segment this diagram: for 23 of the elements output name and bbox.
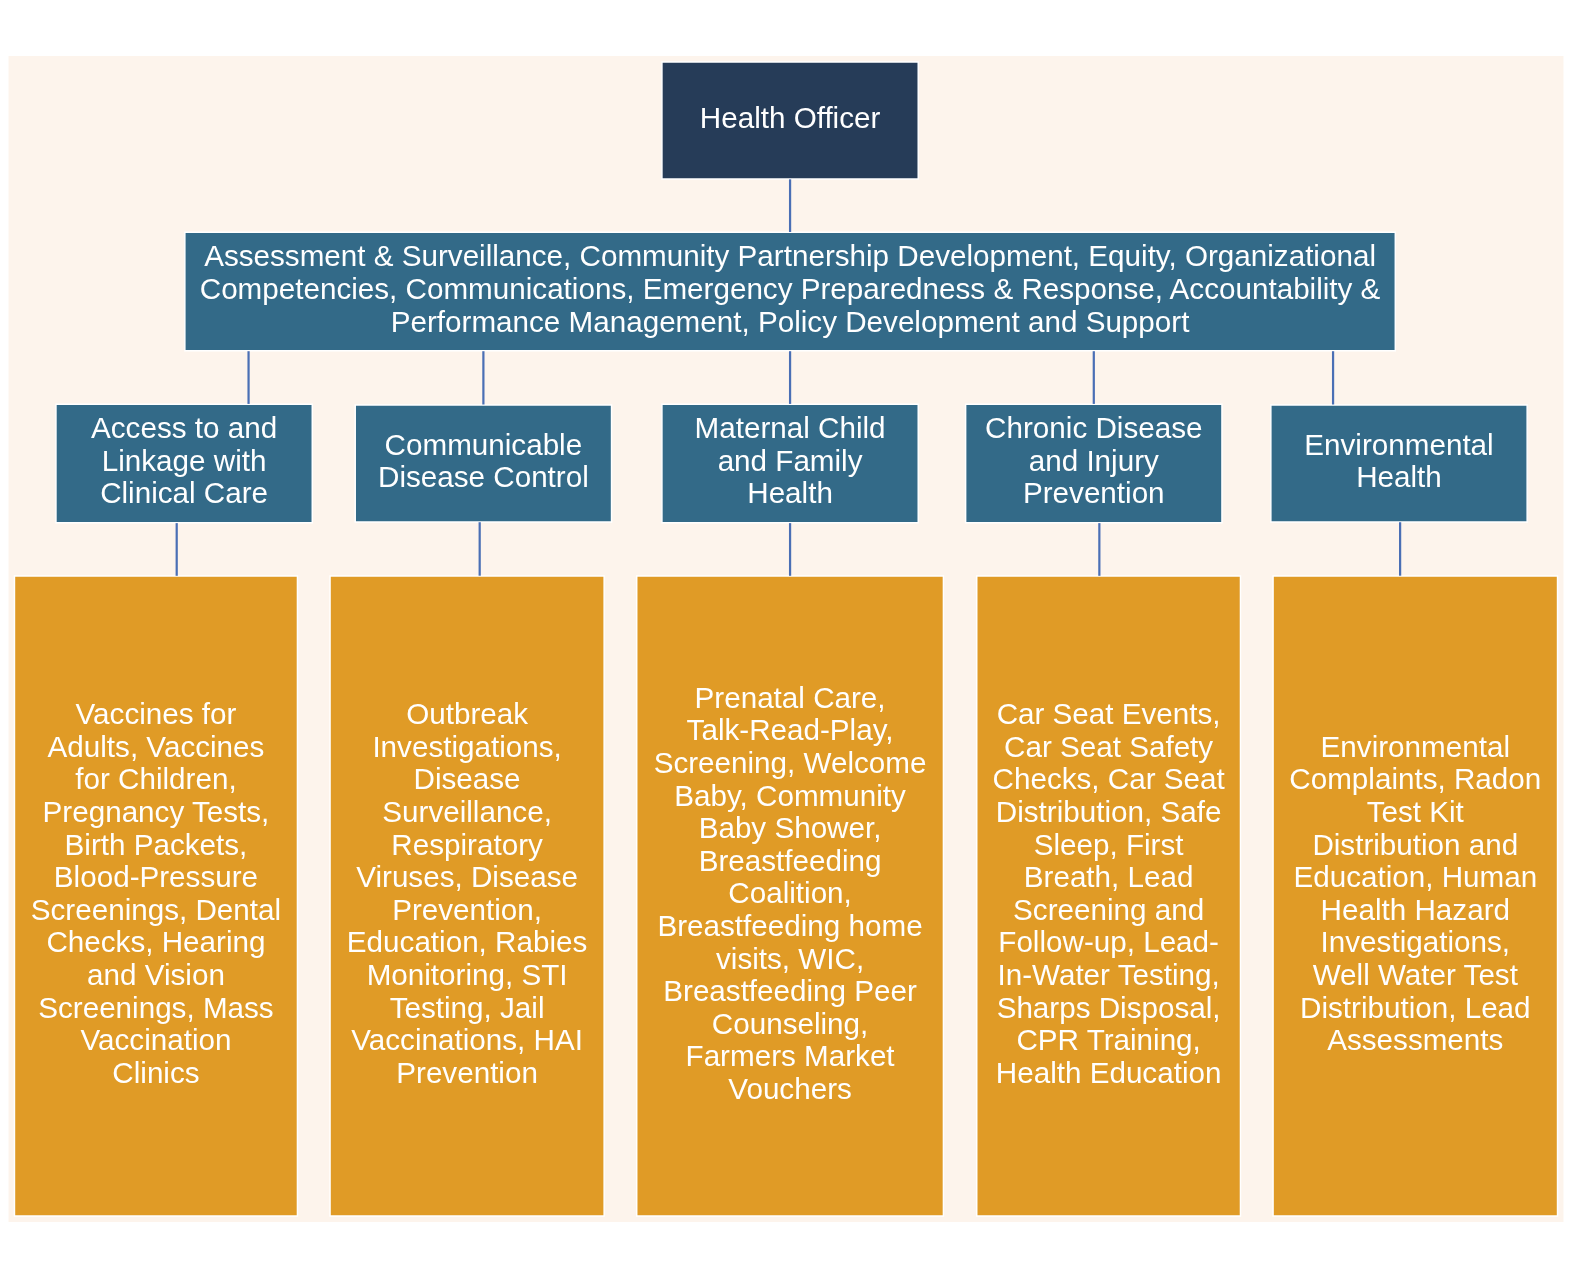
connector xyxy=(482,350,485,404)
connector xyxy=(1331,350,1335,404)
connector xyxy=(478,521,481,576)
node-box: Maternal Child and Family Health xyxy=(661,402,919,523)
connector xyxy=(788,350,792,404)
node-box: Prenatal Care, Talk-Read-Play, Screening, Welcome Baby, Community Baby Shower, Breastfeeding Coalition, Breastfeeding home visits, WIC, Breastfeeding Peer Counseling, Farmers Market Vouchers xyxy=(636,574,945,1217)
connector xyxy=(1092,350,1095,404)
node-box: Vaccines for Adults, Vaccines for Children, Pregnancy Tests, Birth Packets, Blood-Pressure Screenings, Dental Checks, Hearing and Vision Screenings, Mass Vaccination Clinics xyxy=(13,574,299,1217)
connector xyxy=(788,522,792,576)
node-box: Access to and Linkage with Clinical Care xyxy=(55,402,313,523)
node-box: Chronic Disease and Injury Prevention xyxy=(964,402,1223,523)
node-box: Communicable Disease Control xyxy=(354,403,613,523)
node-box: Environmental Complaints, Radon Test Kit Distribution and Education, Human Health Hazard Investigations, Well Water Test Distribution, Lead Assessments xyxy=(1272,574,1559,1217)
node-box: Environmental Health xyxy=(1270,403,1528,523)
node-box: Outbreak Investigations, Disease Surveillance, Respiratory Viruses, Disease Prevention, Education, Rabies Monitoring, STI Testing, Jail Vaccinations, HAI Prevention xyxy=(329,574,605,1217)
connector xyxy=(247,350,250,404)
connector xyxy=(175,522,178,576)
node-box: Assessment & Surveillance, Community Partnership Development, Equity, Organizational Competencies, Communications, Emergency Preparedness & Response, Accountability & Performance Management, Policy Development and Support xyxy=(184,231,1397,352)
connector xyxy=(1399,521,1402,576)
node-box: Car Seat Events, Car Seat Safety Checks, Car Seat Distribution, Safe Sleep, First Breath, Lead Screening and Follow-up, Lead-In-Water Testing, Sharps Disposal, CPR Training, Health Education xyxy=(976,574,1242,1217)
node-box: Health Officer xyxy=(661,60,919,180)
connector xyxy=(1098,522,1101,576)
connector xyxy=(788,178,792,232)
